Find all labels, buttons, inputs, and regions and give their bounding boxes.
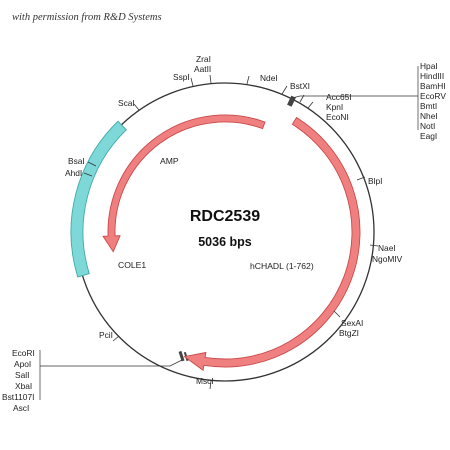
plasmid-size: 5036 bps — [198, 235, 252, 249]
mcs-marker-right — [287, 95, 296, 107]
tick-zrai — [209, 74, 212, 84]
site-sspi: SspI — [173, 72, 190, 82]
mcs-left-3: XbaI — [15, 381, 32, 391]
site-ahdi: AhdI — [65, 168, 82, 178]
mcs-left-1: ApoI — [14, 359, 31, 369]
site-scai: ScaI — [118, 98, 135, 108]
tick-ndei — [246, 75, 250, 85]
tick-msci — [209, 380, 212, 390]
tick-ahdi — [83, 172, 93, 177]
hchadl-feature-arrow — [183, 116, 361, 372]
credit-text: with permission from R&D Systems — [12, 12, 162, 23]
leader-mcs-left — [40, 359, 183, 367]
feature-label-cole1: COLE1 — [118, 260, 146, 270]
mcs-right-6: NotI — [420, 121, 435, 131]
tick-sexai — [333, 310, 341, 318]
mcs-right-2: BamHI — [420, 81, 446, 91]
tick-bstxi — [281, 85, 288, 95]
mcs-right-1: HindIII — [420, 71, 444, 81]
mcs-right-5: NheI — [420, 111, 438, 121]
site-naei: NaeI — [378, 243, 396, 253]
tick-econi — [307, 101, 314, 109]
site-blpi: BlpI — [368, 176, 382, 186]
site-acc65i: Acc65I — [326, 92, 352, 102]
tick-scai — [133, 103, 140, 111]
site-bsai: BsaI — [68, 156, 85, 166]
site-aatii: AatII — [194, 64, 211, 74]
site-ndei: NdeI — [260, 73, 278, 83]
mcs-left-5: AscI — [13, 403, 29, 413]
mcs-right-3: EcoRV — [420, 91, 446, 101]
site-sexai: SexAI — [341, 318, 363, 328]
tick-bsai — [87, 161, 97, 167]
cole1-feature-band — [70, 120, 127, 278]
site-kpni: KpnI — [326, 102, 343, 112]
mcs-left-4: Bst1107I — [2, 392, 34, 402]
tick-naei — [369, 244, 379, 247]
mcs-left-2: SalI — [15, 370, 29, 380]
mcs-right-0: HpaI — [420, 61, 438, 71]
plasmid-name: RDC2539 — [190, 208, 260, 225]
site-econi: EcoNI — [326, 112, 349, 122]
site-zrai: ZraI — [196, 54, 211, 64]
mcs-right-7: EagI — [420, 131, 437, 141]
site-bstxi: BstXI — [290, 81, 310, 91]
mcs-right-4: BmtI — [420, 101, 437, 111]
mcs-marker-left — [178, 350, 185, 362]
feature-label-hchadl: hCHADL (1-762) — [250, 261, 314, 271]
mcs-left-0: EcoRI — [12, 348, 35, 358]
site-btgzi: BtgZI — [339, 328, 359, 338]
feature-label-amp: AMP — [160, 156, 179, 166]
leader-mcs-right — [291, 95, 418, 99]
amp-feature-arrow — [102, 114, 266, 253]
site-msci: MscI — [196, 376, 214, 386]
tick-sspi — [190, 77, 194, 87]
tick-blpi — [356, 176, 366, 181]
tick-pcii — [112, 335, 120, 342]
site-pcii: PciI — [99, 330, 113, 340]
site-ngomiv: NgoMIV — [372, 254, 403, 264]
